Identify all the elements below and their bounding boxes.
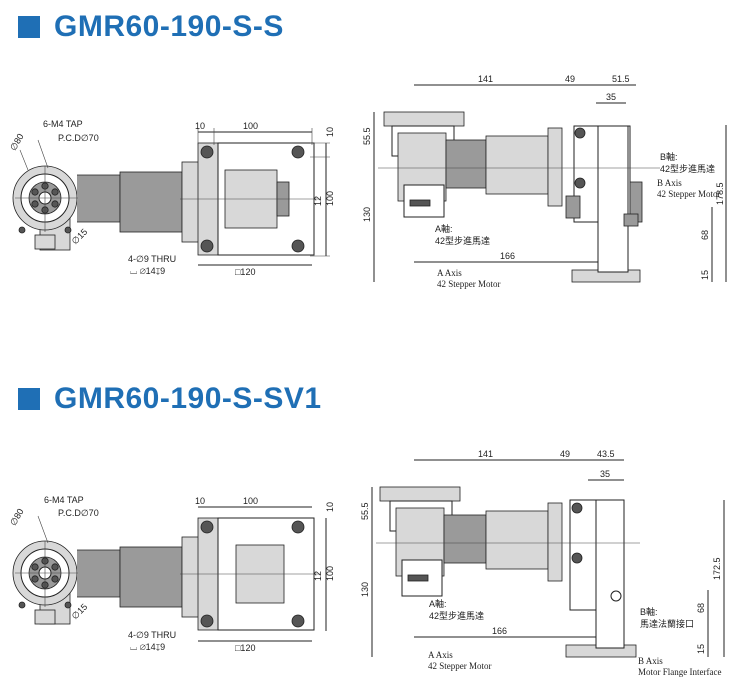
label-tap: 6-M4 TAP — [44, 495, 84, 505]
label-a-en2: 42 Stepper Motor — [437, 279, 501, 289]
label-b-cn2: 42型步進馬達 — [660, 163, 715, 174]
dim-10: 10 — [195, 121, 205, 131]
dim-49: 49 — [565, 74, 575, 84]
dim-68: 68 — [696, 603, 706, 613]
dim-68: 68 — [700, 230, 710, 240]
dim-166: 166 — [500, 251, 515, 261]
dim-51-5: 51.5 — [612, 74, 630, 84]
label-b-en1: B Axis — [657, 178, 682, 188]
label-a-cn1: A軸: — [435, 223, 453, 234]
side-view-1 — [119, 142, 320, 256]
dim-55-5: 55.5 — [360, 502, 370, 520]
label-cbore: ⌴ ∅14↧9 — [130, 642, 165, 652]
front-view-1 — [12, 139, 121, 251]
label-a-en1: A Axis — [437, 268, 462, 278]
label-a-en1: A Axis — [428, 650, 453, 660]
label-a-cn2: 42型步進馬達 — [429, 610, 484, 621]
dim-15: 15 — [700, 270, 710, 280]
section-heading-2: GMR60-190-S-SV1 — [18, 382, 322, 416]
dim-100: 100 — [243, 121, 258, 131]
dim-12: 12 — [313, 196, 323, 206]
dim-sq120: □120 — [235, 267, 255, 277]
heading-square-icon — [18, 388, 40, 410]
label-dia80: ∅80 — [8, 507, 26, 527]
dim-49: 49 — [560, 449, 570, 459]
label-dia80: ∅80 — [8, 132, 26, 152]
label-b-en2: Motor Flange Interface — [638, 667, 721, 677]
dim-166: 166 — [492, 626, 507, 636]
dim-15: 15 — [696, 644, 706, 654]
heading-square-icon — [18, 16, 40, 38]
dim-sq120: □120 — [235, 643, 255, 653]
model-title: GMR60-190-S-SV1 — [54, 382, 322, 415]
label-b-en2: 42 Stepper Motor — [657, 189, 721, 199]
model-title: GMR60-190-S-S — [54, 10, 284, 43]
side-view-2 — [119, 517, 320, 631]
label-thru: 4-∅9 THRU — [128, 630, 176, 640]
dim-10r: 10 — [325, 127, 335, 137]
dim-130: 130 — [362, 207, 372, 222]
dim-55-5: 55.5 — [362, 127, 372, 145]
dim-35: 35 — [600, 469, 610, 479]
label-pcd: P.C.D∅70 — [58, 508, 99, 518]
dim-141: 141 — [478, 74, 493, 84]
dim-10: 10 — [195, 496, 205, 506]
label-pcd: P.C.D∅70 — [58, 133, 99, 143]
label-cbore: ⌴ ∅14↧9 — [130, 266, 165, 276]
assembly-view-1 — [378, 111, 660, 283]
dim-141: 141 — [478, 449, 493, 459]
dim-100r: 100 — [325, 566, 335, 581]
dim-10r: 10 — [325, 502, 335, 512]
label-thru: 4-∅9 THRU — [128, 254, 176, 264]
dim-178-5: 178.5 — [715, 182, 725, 205]
dim-43-5: 43.5 — [597, 449, 615, 459]
dim-130: 130 — [360, 582, 370, 597]
label-b-en1: B Axis — [638, 656, 663, 666]
dim-35: 35 — [606, 92, 616, 102]
front-view-2 — [12, 515, 121, 625]
label-dia15: ∅15 — [70, 227, 90, 247]
label-b-cn1: B軸: — [660, 151, 678, 162]
label-b-cn2: 馬達法蘭接口 — [640, 618, 694, 629]
dim-100: 100 — [243, 496, 258, 506]
dim-100r: 100 — [325, 191, 335, 206]
label-a-en2: 42 Stepper Motor — [428, 661, 492, 671]
dim-12: 12 — [313, 571, 323, 581]
dim-172-5: 172.5 — [712, 557, 722, 580]
assembly-view-2 — [376, 486, 640, 658]
label-a-cn1: A軸: — [429, 598, 447, 609]
label-a-cn2: 42型步進馬達 — [435, 235, 490, 246]
label-dia15: ∅15 — [70, 602, 90, 622]
label-tap: 6-M4 TAP — [43, 119, 83, 129]
section-heading-1: GMR60-190-S-S — [18, 10, 284, 44]
label-b-cn1: B軸: — [640, 606, 658, 617]
